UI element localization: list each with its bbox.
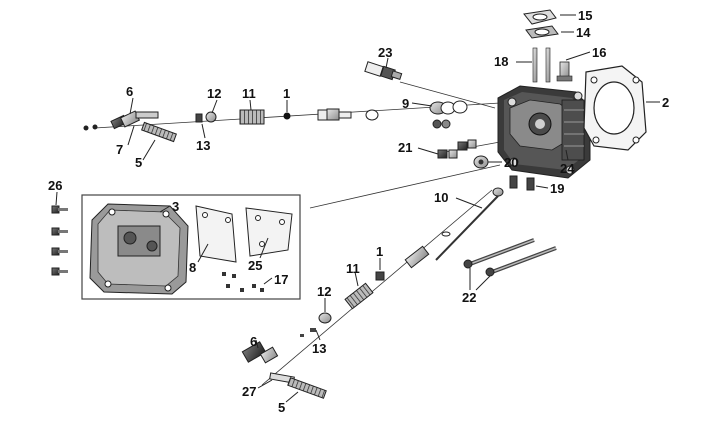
callout-12: 12	[207, 86, 221, 101]
upper-valve-train	[83, 108, 379, 143]
callout-1: 1	[376, 244, 383, 259]
valve-seal-set	[429, 100, 468, 129]
callout-5: 5	[278, 400, 285, 415]
callout-1: 1	[283, 86, 290, 101]
dowel-pins	[509, 175, 535, 191]
callout-26: 26	[48, 178, 62, 193]
callout-6: 6	[250, 334, 257, 349]
callout-5: 5	[135, 155, 142, 170]
callout-23: 23	[378, 45, 392, 60]
callout-19: 19	[550, 181, 564, 196]
callout-20: 20	[504, 155, 518, 170]
callout-21: 21	[398, 140, 412, 155]
lower-valve-train	[241, 187, 504, 399]
cover-inset	[81, 194, 301, 300]
callout-27: 27	[242, 384, 256, 399]
callout-12: 12	[317, 284, 331, 299]
fitting	[556, 61, 573, 82]
head-gasket	[583, 65, 647, 151]
callout-2: 2	[662, 95, 669, 110]
callout-24: 24	[560, 161, 575, 176]
leader-lines	[55, 14, 660, 403]
callout-11: 11	[242, 86, 256, 101]
cover-bolts	[51, 205, 68, 276]
callout-17: 17	[274, 272, 288, 287]
callout-13: 13	[312, 341, 326, 356]
callout-14: 14	[576, 25, 591, 40]
callout-22: 22	[462, 290, 476, 305]
intake-gasket-14	[525, 25, 559, 39]
callout-9: 9	[402, 96, 409, 111]
callout-labels: 6 12 11 1 13 7 5 23 9 15 14 18 16 2 21 2…	[48, 8, 669, 415]
stud-bolts	[532, 47, 551, 83]
hex-nut	[473, 155, 489, 169]
callout-18: 18	[494, 54, 508, 69]
callout-7: 7	[116, 142, 123, 157]
callout-25: 25	[248, 258, 262, 273]
long-studs	[463, 238, 557, 277]
intake-gasket-15	[523, 9, 557, 25]
callout-3: 3	[172, 199, 179, 214]
callout-11: 11	[346, 261, 360, 276]
spark-plug	[364, 61, 403, 81]
callout-10: 10	[434, 190, 448, 205]
callout-6: 6	[126, 84, 133, 99]
callout-15: 15	[578, 8, 592, 23]
callout-8: 8	[189, 260, 196, 275]
callout-16: 16	[592, 45, 606, 60]
callout-13: 13	[196, 138, 210, 153]
nut-set	[437, 139, 477, 159]
